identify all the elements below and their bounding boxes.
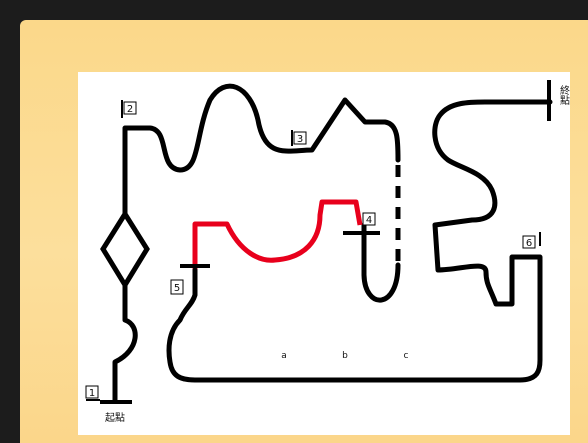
svg-text:1: 1 <box>89 388 95 399</box>
course-path-highlighted <box>192 199 363 270</box>
course-path-loop-bottom <box>361 222 401 303</box>
start-label: 起點 <box>105 411 125 424</box>
checkpoint-label-3: 3 <box>293 131 307 145</box>
svg-text:3: 3 <box>297 134 303 145</box>
course-path-main <box>112 83 401 403</box>
svg-text:4: 4 <box>366 215 372 226</box>
checkpoint-label-4: 4 <box>362 212 376 226</box>
diamond-shape <box>100 209 150 290</box>
svg-text:6: 6 <box>526 238 532 249</box>
checkpoint-label-2: 2 <box>123 101 137 115</box>
checkpoint-label-1: 1 <box>85 385 99 399</box>
marker-b: b <box>342 351 348 361</box>
course-diagram-sheet: 1 2 3 4 5 6 a b <box>78 72 570 435</box>
slide-frame: 1 2 3 4 5 6 a b <box>20 20 588 443</box>
svg-text:2: 2 <box>127 104 133 115</box>
checkpoint-label-5: 5 <box>170 279 184 295</box>
svg-text:5: 5 <box>174 283 180 294</box>
end-label: 終點 <box>558 84 570 106</box>
marker-a: a <box>281 351 287 361</box>
course-diagram: 1 2 3 4 5 6 a b <box>85 80 570 424</box>
course-path-bottom-loop <box>166 99 553 383</box>
marker-c: c <box>404 351 409 361</box>
checkpoint-label-6: 6 <box>522 235 536 249</box>
